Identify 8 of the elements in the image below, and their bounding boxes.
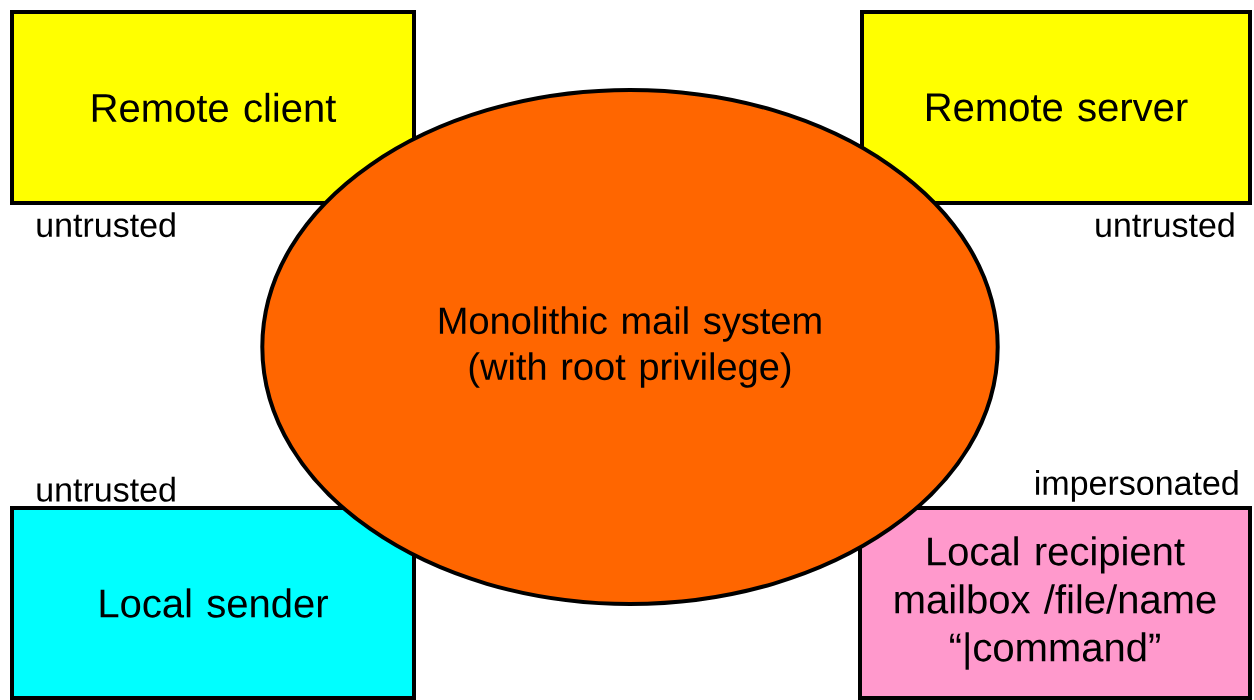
trust-label: untrusted <box>37 476 175 502</box>
trust-label: untrusted <box>37 212 175 238</box>
process-box: Local recipient mailbox /file/name “|command” <box>858 506 1252 700</box>
trust-label: untrusted <box>1096 212 1234 238</box>
trust-label: impersonated <box>1036 470 1238 502</box>
process-box: Local sender <box>10 506 416 700</box>
process-box: Remote client <box>10 10 416 205</box>
process-box: Remote server <box>860 10 1252 205</box>
